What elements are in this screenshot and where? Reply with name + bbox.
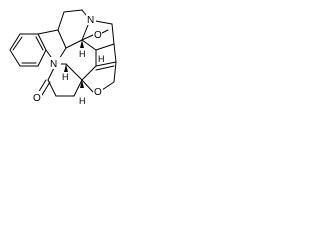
atom-label-n-indoline: N (50, 59, 57, 70)
atom-label-n-amine: N (87, 15, 94, 26)
amine-bridge (57, 9, 115, 51)
stereo-h-mid-right: H (98, 54, 105, 64)
stereo-h-bottom: H (79, 96, 86, 106)
stereo-wedge-mid (64, 64, 68, 72)
atom-label-o-methoxy: O (94, 30, 102, 41)
atom-label-o-ether: O (94, 87, 102, 98)
stereo-h-mid-left: H (62, 72, 69, 82)
stereo-wedge-top (80, 40, 84, 48)
core-ring (65, 39, 97, 81)
ether-ring (81, 43, 117, 93)
atom-label-o-ketone: O (33, 93, 41, 104)
stereo-h-top: H (79, 49, 86, 59)
molecule-drawing: N N O O O H H H H (9, 9, 117, 106)
stereo-wedge-bottom (80, 80, 84, 88)
benzene-ring (9, 33, 47, 67)
structure-canvas: N N O O O H H H H (0, 0, 132, 118)
